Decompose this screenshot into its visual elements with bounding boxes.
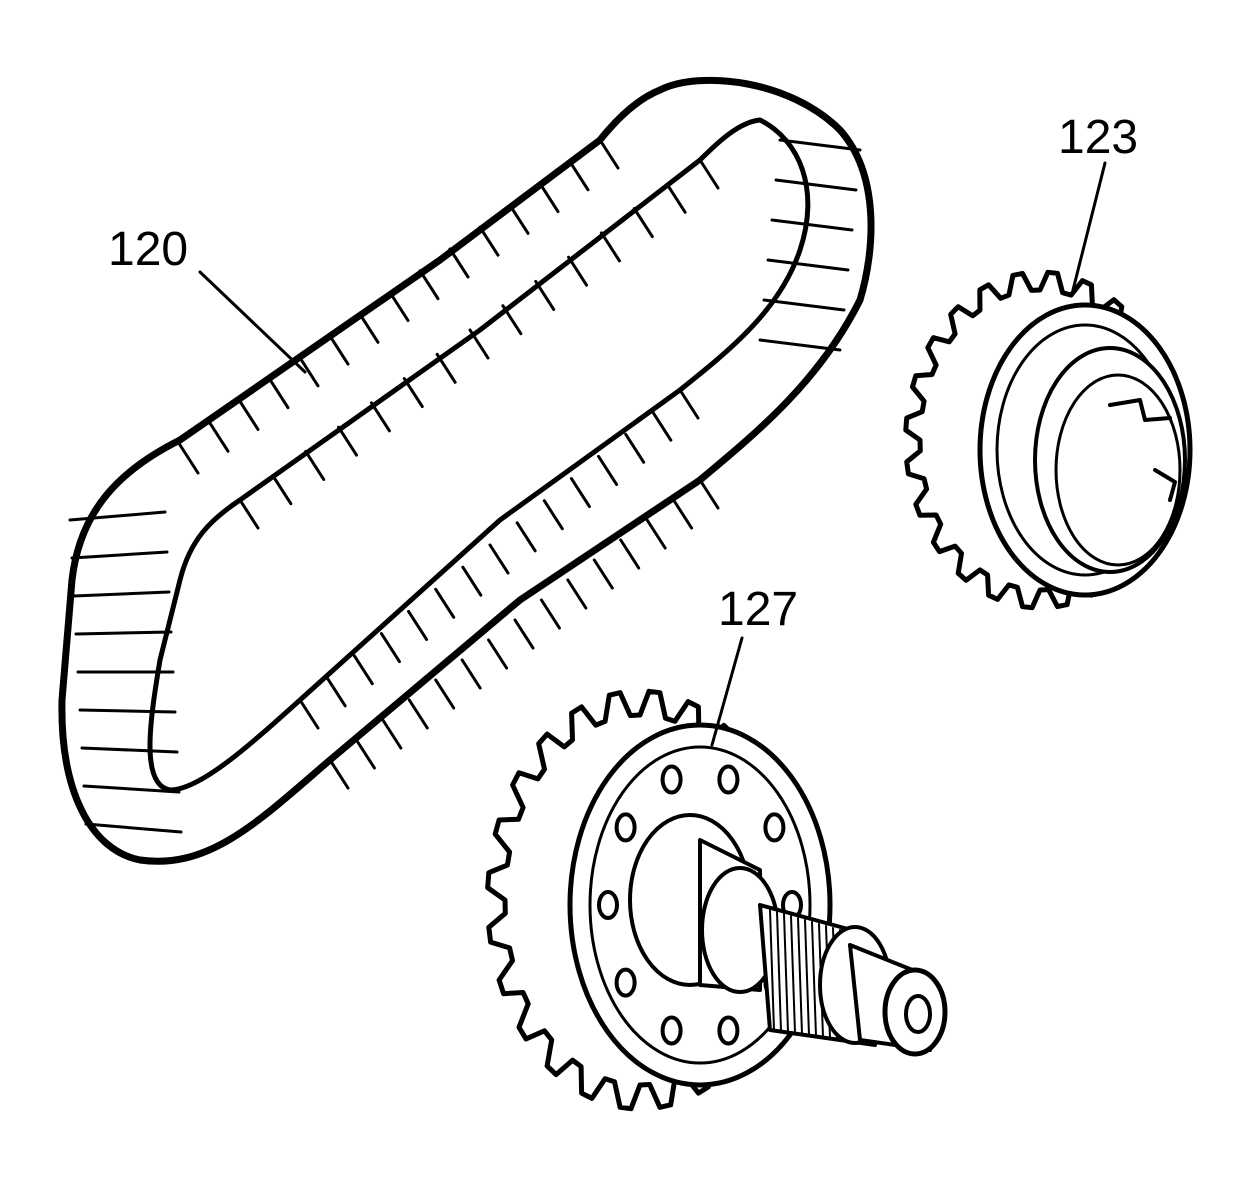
chain-link [598, 138, 620, 170]
sprocket-illustration [903, 269, 1193, 611]
chain-link [762, 298, 846, 312]
chain-link [599, 231, 621, 263]
chain-link [434, 587, 456, 619]
chain-link [208, 421, 230, 453]
chain-link [238, 498, 260, 530]
chain-link [501, 304, 523, 336]
bolt-hole [597, 890, 619, 920]
chain-link [538, 182, 560, 214]
chain-link [774, 178, 858, 192]
chain-link [672, 498, 694, 530]
chain-link [566, 578, 588, 610]
chain-link [468, 328, 490, 360]
chain-link [508, 203, 530, 235]
chain-link [268, 378, 290, 410]
callout-drive-sprocket: 127 [718, 583, 798, 636]
chain-link [515, 521, 537, 553]
chain-link [352, 654, 374, 686]
chain-link [388, 291, 410, 322]
chain-link [568, 160, 590, 192]
chain-link [569, 477, 591, 509]
bolt-hole [763, 812, 786, 843]
chain-link [651, 410, 673, 442]
chain-link [624, 432, 646, 464]
chain-link [325, 676, 347, 708]
leader-line-123 [1071, 161, 1107, 292]
chain-link [619, 538, 641, 570]
chain-link [645, 518, 667, 550]
callout-chain: 120 [108, 223, 188, 276]
chain-link [542, 499, 564, 531]
chain-link [80, 746, 179, 754]
chain-link [298, 356, 320, 388]
chain-link [461, 565, 483, 597]
chain-link [358, 312, 380, 344]
chain-link [632, 207, 654, 239]
chain-link [407, 609, 429, 641]
spline [769, 909, 775, 1031]
chain-link [567, 255, 589, 287]
output-shaft-sprocket-illustration [485, 688, 948, 1112]
chain-link [597, 454, 619, 486]
chain-link [487, 638, 509, 670]
chain-link [448, 247, 470, 279]
chain-link [407, 698, 429, 730]
chain-link [418, 269, 440, 301]
chain-link [534, 279, 556, 311]
leader-line-120 [198, 270, 307, 374]
chain-link [478, 225, 500, 257]
chain-link [369, 401, 391, 433]
leader-line-127 [710, 636, 744, 747]
bolt-hole [717, 764, 740, 795]
chain-link [539, 598, 561, 630]
chain-link [435, 352, 457, 384]
chain-link [304, 449, 326, 481]
chain-link [68, 510, 167, 522]
chain-link [354, 738, 376, 770]
callout-driven-sprocket: 123 [1058, 111, 1138, 164]
chain-link [337, 425, 359, 457]
chain-link [758, 338, 842, 352]
chain-link [379, 632, 401, 664]
chain-link [766, 258, 850, 272]
chain-link [434, 678, 456, 710]
spline [783, 913, 789, 1033]
chain-link [74, 630, 173, 636]
chain-link [513, 618, 535, 650]
chain-link [665, 182, 687, 214]
spline [797, 917, 803, 1035]
chain-link [70, 550, 169, 560]
chain-link [72, 590, 171, 598]
chain-link [328, 758, 350, 790]
bolt-hole [614, 967, 637, 998]
chain-link [178, 443, 200, 475]
bolt-hole [614, 812, 637, 843]
chain-link [84, 822, 183, 834]
spline [804, 919, 810, 1036]
spline [811, 921, 817, 1037]
spline [790, 915, 796, 1034]
bolt-hole [660, 1015, 683, 1046]
spline [776, 911, 782, 1032]
chain-link [82, 784, 181, 794]
chain-link [328, 334, 350, 366]
chain-link [402, 377, 424, 409]
chain-link [488, 543, 510, 575]
chain-link [298, 698, 320, 730]
chain-link [770, 218, 854, 232]
chain-link [381, 718, 403, 750]
chain-link [678, 388, 700, 420]
chain-link [778, 138, 862, 152]
chain-link [460, 658, 482, 690]
chain-link [698, 478, 720, 510]
chain-link [592, 558, 614, 590]
chain-link [238, 399, 260, 431]
chain-illustration [58, 76, 875, 865]
bolt-hole [717, 1015, 740, 1046]
chain-link [698, 158, 720, 190]
bolt-hole [660, 764, 683, 795]
chain-link [78, 708, 177, 714]
chain-link [271, 474, 293, 506]
